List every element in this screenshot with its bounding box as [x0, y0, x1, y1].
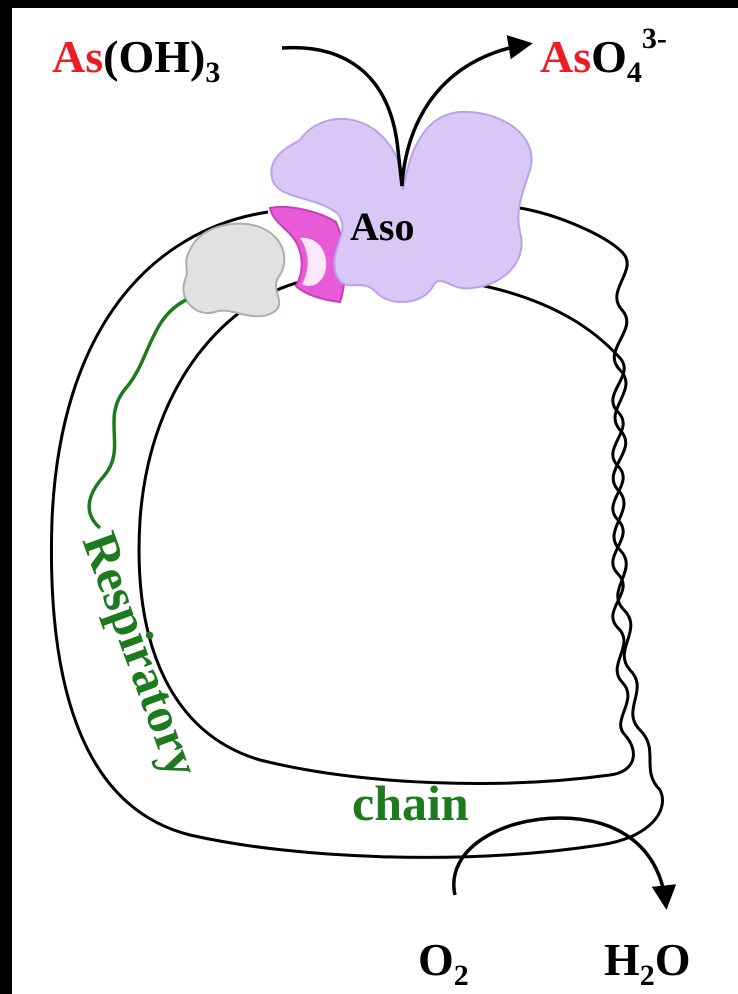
electron-path	[89, 300, 186, 528]
inner-membrane-line	[139, 282, 633, 783]
water-label: H2O	[604, 934, 691, 992]
reduction-arrow	[454, 818, 666, 905]
oxygen-label: O2	[418, 934, 469, 992]
substrate-label: As(OH)3	[52, 31, 220, 89]
chain-label-respiratory: Respiratory	[72, 525, 212, 784]
outer-membrane-line	[51, 208, 662, 857]
grey-protein-complex	[183, 224, 284, 317]
product-label: AsO43-	[540, 22, 667, 89]
aso-label: Aso	[350, 204, 414, 249]
chain-label-chain: chain	[352, 775, 469, 831]
